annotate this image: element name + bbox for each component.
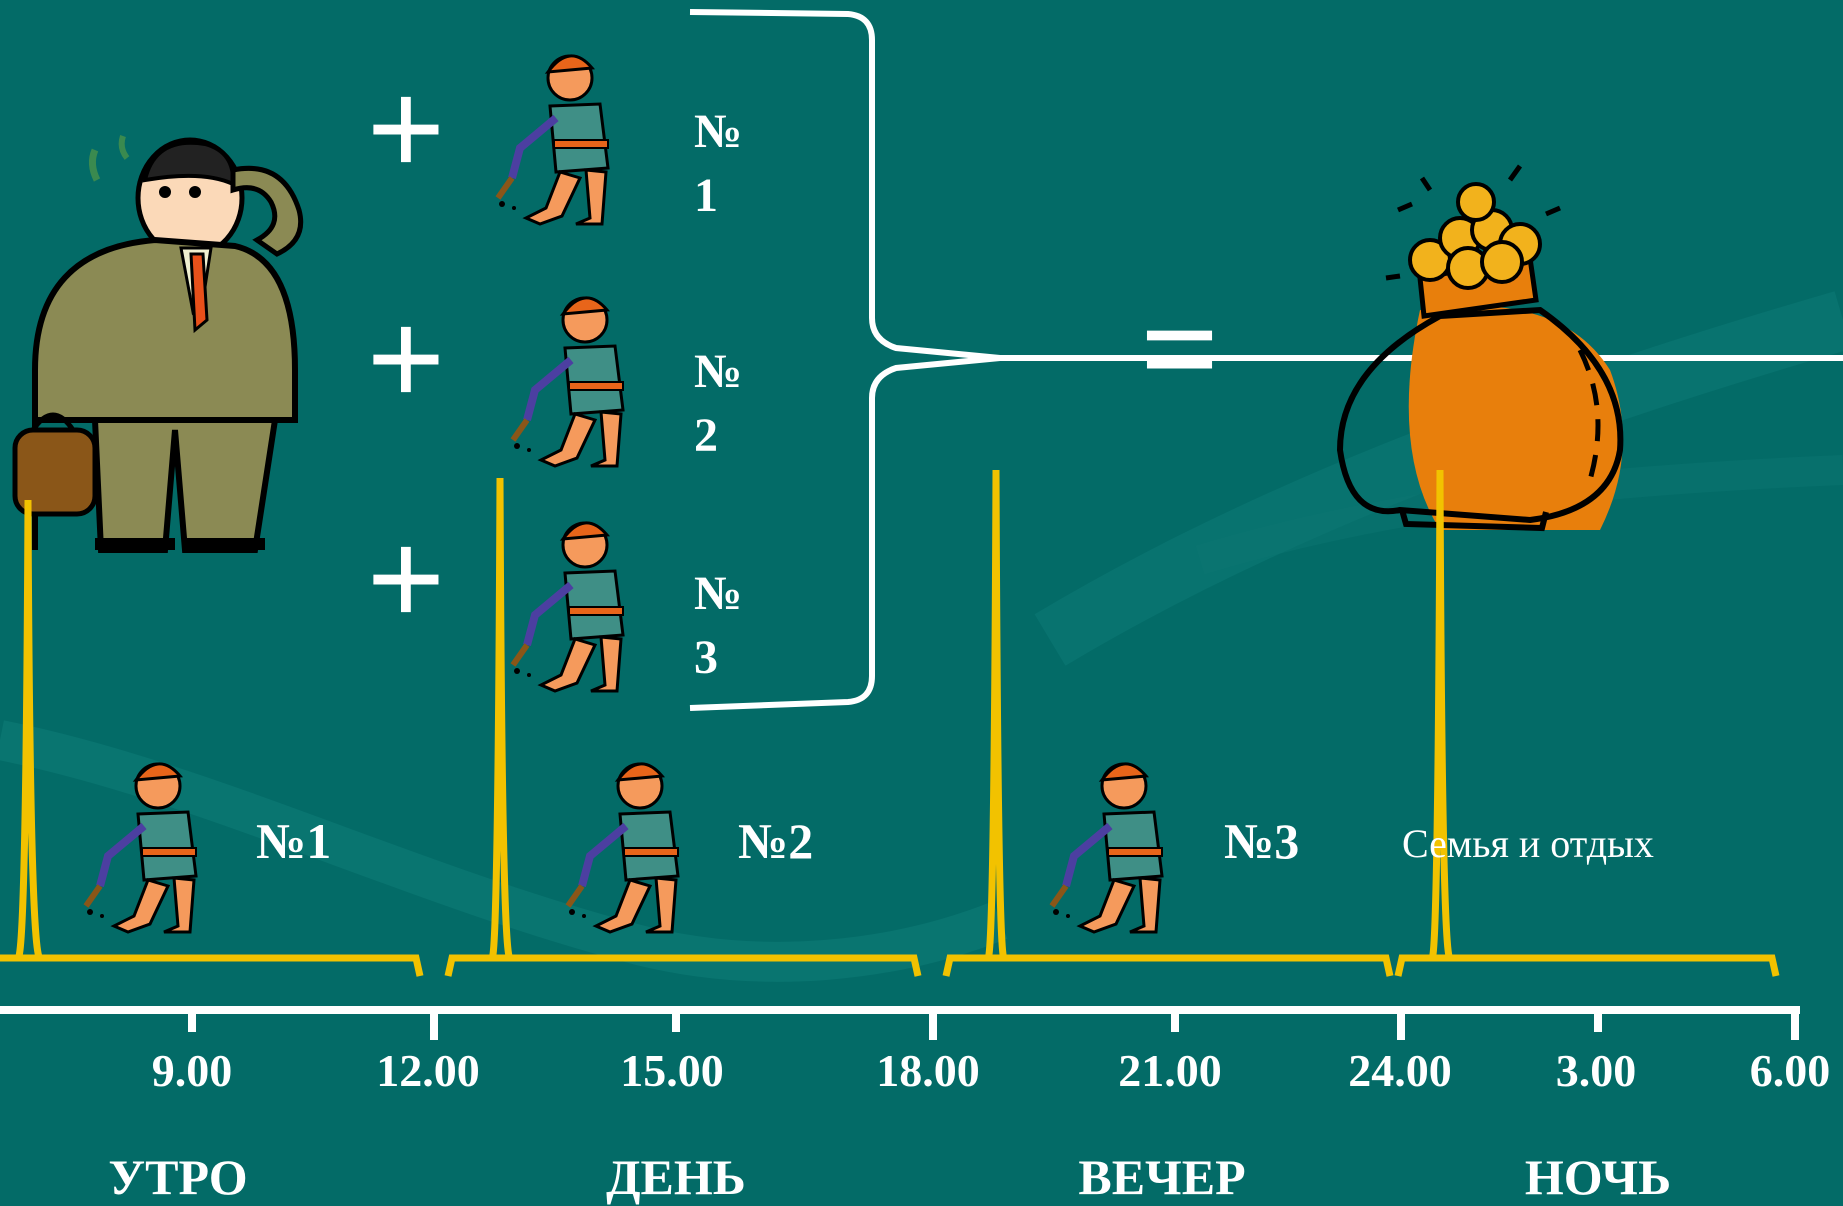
- tick-label: 6.00: [0, 1044, 60, 1097]
- period-label-evening: ВЕЧЕР: [1078, 1149, 1246, 1205]
- tick-label: 18.00: [876, 1045, 980, 1096]
- period-label-morning: УТРО: [108, 1149, 248, 1205]
- plus-sign-3: +: [366, 502, 446, 657]
- period-label-night: НОЧЬ: [1524, 1149, 1672, 1205]
- grouping-brace: [689, 9, 1843, 711]
- segment-label-worker-3: №3: [1224, 813, 1300, 869]
- tick-label: 15.00: [620, 1045, 724, 1096]
- tick-label: 24.00: [1348, 1045, 1452, 1096]
- worker-icon: [495, 54, 610, 226]
- segment-label-worker-1: №1: [256, 813, 332, 869]
- businessman-illustration: [12, 135, 304, 553]
- period-label-day: ДЕНЬ: [606, 1149, 746, 1205]
- tick-label: 6.00: [1749, 1045, 1831, 1096]
- tick-label: 3.00: [1555, 1045, 1637, 1096]
- time-brackets: [0, 469, 1780, 977]
- segment-label-worker-2: №2: [738, 813, 814, 869]
- worker-number-2: № 2: [694, 345, 743, 462]
- plus-sign-2: +: [366, 282, 446, 437]
- plus-sign-1: +: [366, 52, 446, 207]
- segment-label-family-rest: Семья и отдых: [1402, 821, 1654, 866]
- equals-sign: =: [1140, 272, 1220, 427]
- pot-of-coins-illustration: [1336, 164, 1624, 532]
- timeline-axis: [0, 1006, 1800, 1040]
- tick-label: 9.00: [151, 1045, 233, 1096]
- tick-label: 21.00: [1118, 1045, 1222, 1096]
- worker-number-1: № 1: [694, 105, 743, 222]
- tick-label: 12.00: [376, 1045, 480, 1096]
- worker-number-3: № 3: [694, 567, 743, 684]
